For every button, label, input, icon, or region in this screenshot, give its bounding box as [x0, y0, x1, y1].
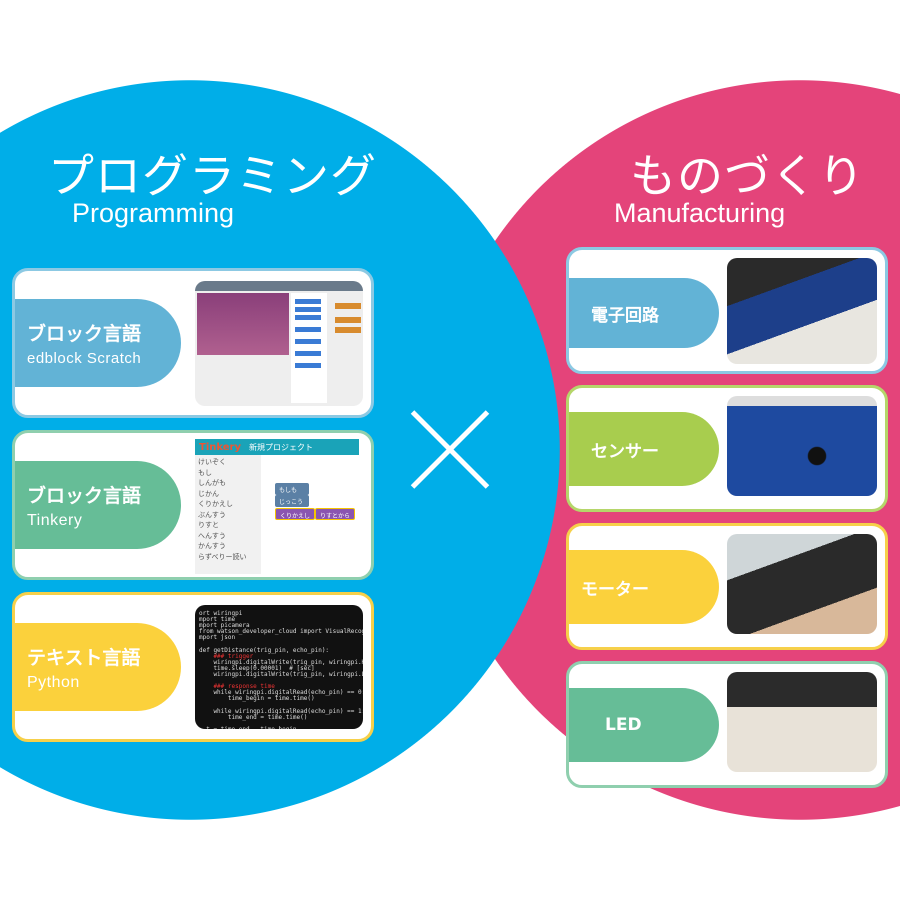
code-line: mport picamera — [199, 622, 250, 630]
tinkery-logo: Tinkery — [199, 441, 241, 453]
label: モーター — [581, 579, 649, 600]
programming-title-en: Programming — [72, 198, 235, 228]
arduino-breadboard-photo — [727, 258, 877, 364]
code-line: while wiringpi.digitalRead(echo_pin) == … — [199, 689, 363, 697]
code-line: wiringpi.digitalWrite(trig_pin, wiringpi… — [199, 658, 363, 666]
tinkery-screenshot: Tinkery 新規プロジェクト けいぞく もし しんがも じかん くりかえし … — [195, 439, 359, 574]
label-en: edblock Scratch — [27, 350, 142, 367]
code-line: time.sleep(0.00001) # [sec] — [199, 664, 315, 672]
code-line: mport time — [199, 616, 236, 624]
code-line: from watson_developer_cloud import Visua… — [199, 628, 363, 636]
label-pill: ブロック言語 Tinkery — [15, 461, 181, 549]
card-sensor: センサー — [566, 385, 888, 512]
tinkery-header: Tinkery 新規プロジェクト — [195, 439, 359, 455]
code-line: wiringpi.digitalWrite(trig_pin, wiringpi… — [199, 670, 363, 678]
code-line: t = time_end - time_begin — [199, 726, 359, 729]
card-motor: モーター — [566, 523, 888, 650]
card-scratch: ブロック言語 edblock Scratch — [12, 268, 374, 418]
card-tinkery: ブロック言語 Tinkery Tinkery 新規プロジェクト けいぞく もし … — [12, 430, 374, 580]
card-led: LED — [566, 661, 888, 788]
menu-item: じかん — [198, 489, 219, 498]
led-circuit-photo — [727, 672, 877, 772]
label-jp: ブロック言語 — [27, 323, 142, 345]
label-en: Tinkery — [27, 511, 83, 529]
block: りすとから — [315, 508, 355, 520]
tinkery-project: 新規プロジェクト — [248, 442, 313, 452]
menu-item: らずべりー読い — [198, 552, 247, 561]
block: じっこう — [275, 495, 309, 507]
label-pill: 電子回路 — [569, 278, 719, 348]
label: 電子回路 — [591, 305, 659, 326]
arduino-uno-photo — [727, 396, 877, 496]
label-jp: テキスト言語 — [27, 646, 141, 669]
tinkery-menu: けいぞく もし しんがも じかん くりかえし ぶんすう りすと へんすう かんす… — [195, 455, 261, 574]
scratch-screenshot — [195, 281, 363, 406]
card-electronic-circuit: 電子回路 — [566, 247, 888, 374]
label-pill: LED — [569, 688, 719, 762]
label-pill: モーター — [569, 550, 719, 624]
code-line: ort wiringpi — [199, 610, 243, 617]
motor-robot-photo — [727, 534, 877, 634]
menu-item: もし — [198, 468, 212, 477]
label-en: Python — [27, 673, 80, 691]
programming-title-jp: プログラミング — [48, 149, 377, 203]
menu-item: けいぞく — [198, 458, 226, 466]
block: もしも — [275, 483, 309, 495]
code-line: def getDistance(trig_pin, echo_pin): — [199, 646, 330, 654]
code-line: time_begin = time.time() — [199, 695, 315, 703]
menu-item: かんすう — [198, 542, 226, 550]
label-jp: ブロック言語 — [27, 484, 142, 507]
menu-item: りすと — [198, 521, 219, 529]
code-line: mport json — [199, 634, 236, 642]
label: センサー — [591, 441, 659, 462]
menu-item: ぶんすう — [198, 510, 226, 519]
menu-item: くりかえし — [198, 500, 233, 508]
label-pill: センサー — [569, 412, 719, 486]
label: LED — [605, 715, 642, 735]
manufacturing-title-en: Manufacturing — [614, 198, 786, 228]
code-line: ### response time — [199, 683, 275, 691]
label-pill: テキスト言語 Python — [15, 623, 181, 711]
times-icon — [405, 405, 495, 495]
label-pill: ブロック言語 edblock Scratch — [15, 299, 181, 387]
menu-item: へんすう — [198, 531, 226, 540]
code-line: time_end = time.time() — [199, 713, 308, 721]
block: くりかえし — [275, 508, 315, 520]
code-line: while wiringpi.digitalRead(echo_pin) == … — [199, 707, 363, 715]
menu-item: しんがも — [198, 479, 226, 487]
code-line: ### trigger — [199, 652, 254, 660]
manufacturing-title-jp: ものづくり — [630, 149, 865, 203]
